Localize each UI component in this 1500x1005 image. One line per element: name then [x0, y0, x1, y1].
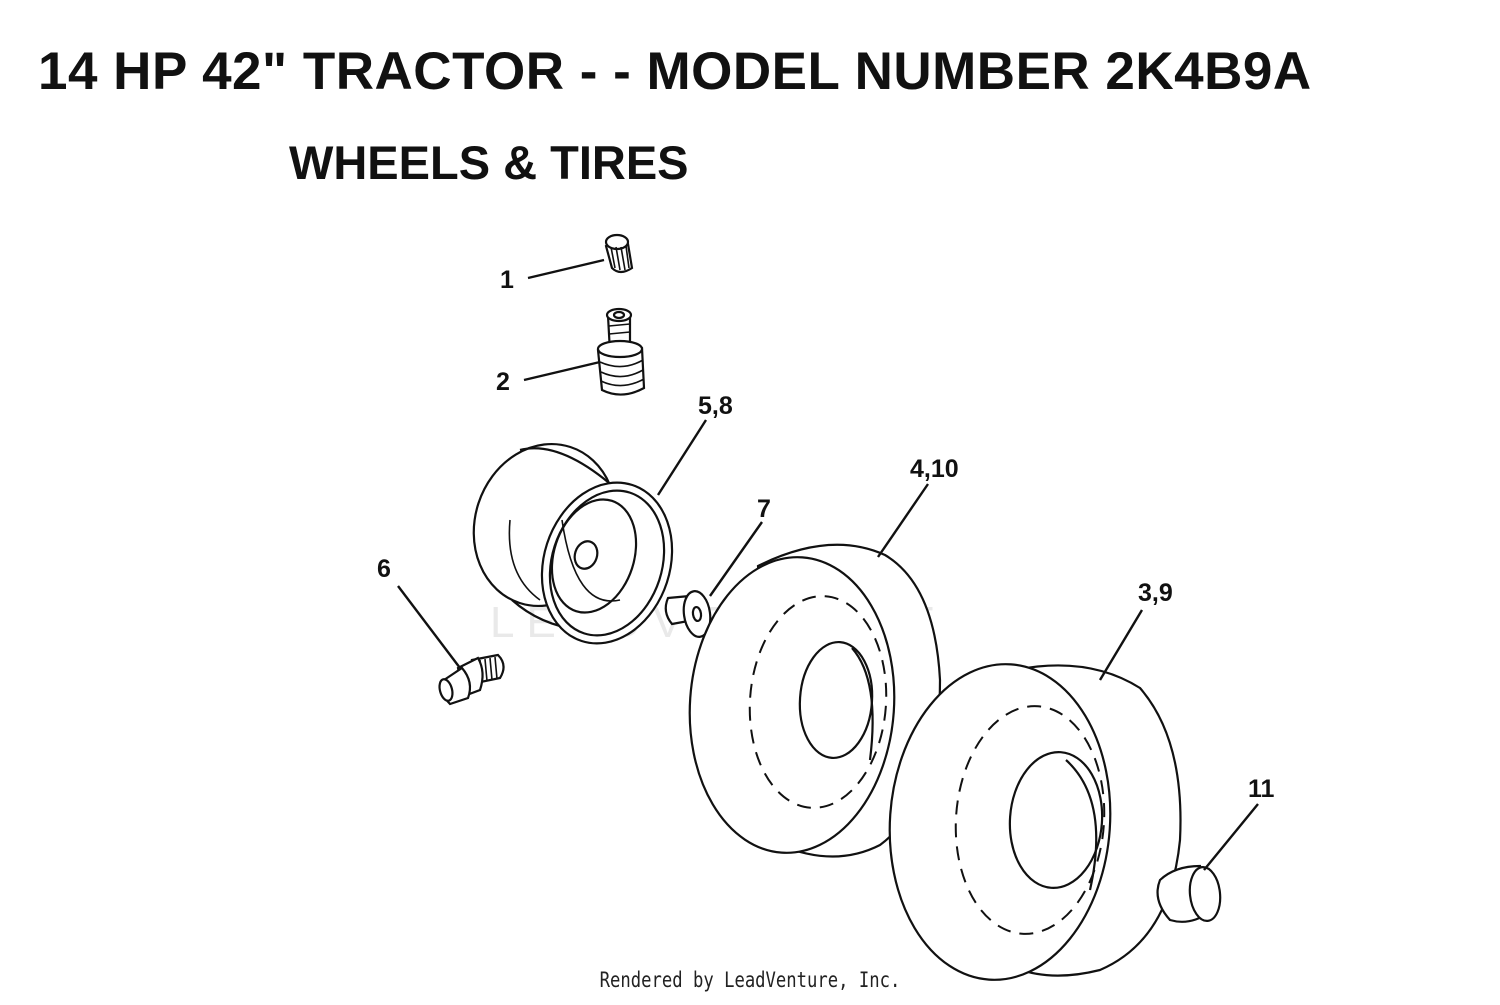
callout-valve-stem[interactable]: 2	[496, 368, 510, 396]
part-valve-cap[interactable]	[604, 233, 634, 274]
leader-line-valve-cap	[527, 258, 605, 280]
part-rim[interactable]	[453, 425, 692, 660]
leader-line-valve-stem	[523, 360, 601, 382]
part-valve-stem[interactable]	[596, 307, 646, 396]
callout-valve-cap[interactable]: 1	[500, 266, 514, 294]
leader-line-hub-cap	[1203, 803, 1259, 871]
part-hub-cap[interactable]	[1156, 864, 1223, 923]
leader-line-front-tire	[877, 483, 929, 558]
leader-line-rear-tire	[1098, 609, 1144, 681]
part-bolt[interactable]	[437, 653, 505, 706]
part-front-tire[interactable]	[680, 543, 942, 860]
callout-rear-tire[interactable]: 3,9	[1138, 579, 1173, 607]
leader-line-rim	[656, 419, 708, 496]
callout-rim[interactable]: 5,8	[698, 392, 733, 420]
callout-bolt[interactable]: 6	[377, 555, 391, 583]
callout-washer[interactable]: 7	[757, 495, 771, 523]
leader-line-bolt	[397, 585, 461, 669]
part-washer[interactable]	[664, 589, 713, 638]
callout-hub-cap[interactable]: 11	[1248, 775, 1275, 803]
diagram-title: 14 HP 42" TRACTOR - - MODEL NUMBER 2K4B9…	[38, 42, 1312, 101]
part-rear-tire[interactable]	[879, 657, 1182, 988]
leader-line-washer	[709, 521, 763, 597]
section-title: WHEELS & TIRES	[289, 136, 689, 189]
callout-front-tire[interactable]: 4,10	[910, 455, 959, 483]
render-credit: Rendered by LeadVenture, Inc.	[599, 968, 901, 992]
